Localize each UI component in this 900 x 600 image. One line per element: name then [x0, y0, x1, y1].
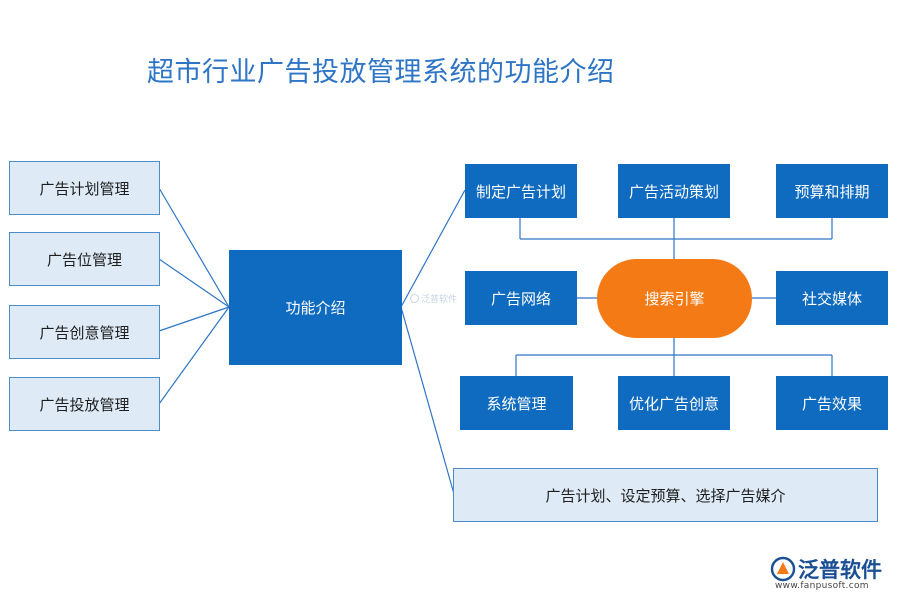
node-budget-schedule: 预算和排期 [776, 164, 888, 218]
node-feature-intro: 功能介绍 [229, 250, 402, 365]
diagram-title: 超市行业广告投放管理系统的功能介绍 [147, 57, 615, 88]
node-ad-delivery-management: 广告投放管理 [9, 377, 160, 431]
brand-logo-icon [770, 556, 796, 582]
node-system-management: 系统管理 [460, 376, 573, 430]
node-social-media: 社交媒体 [776, 271, 888, 325]
node-make-ad-plan: 制定广告计划 [465, 164, 577, 218]
node-optimize-ad-creative: 优化广告创意 [618, 376, 730, 430]
watermark-logo-icon [410, 294, 419, 303]
node-ad-network: 广告网络 [465, 271, 577, 325]
brand-logo: 泛普软件 www.fanpusoft.com [770, 554, 895, 594]
node-summary: 广告计划、设定预算、选择广告媒介 [453, 468, 878, 522]
brand-url: www.fanpusoft.com [775, 581, 869, 591]
node-ad-campaign-planning: 广告活动策划 [618, 164, 730, 218]
node-ad-effect: 广告效果 [776, 376, 888, 430]
node-ad-slot-management: 广告位管理 [9, 232, 160, 286]
brand-name: 泛普软件 [798, 558, 882, 582]
node-ad-plan-management: 广告计划管理 [9, 161, 160, 215]
watermark-text: 泛普软件 [421, 295, 458, 305]
watermark: 泛普软件 [410, 292, 457, 305]
node-search-engine: 搜索引擎 [597, 259, 752, 338]
node-ad-creative-management: 广告创意管理 [9, 305, 160, 359]
